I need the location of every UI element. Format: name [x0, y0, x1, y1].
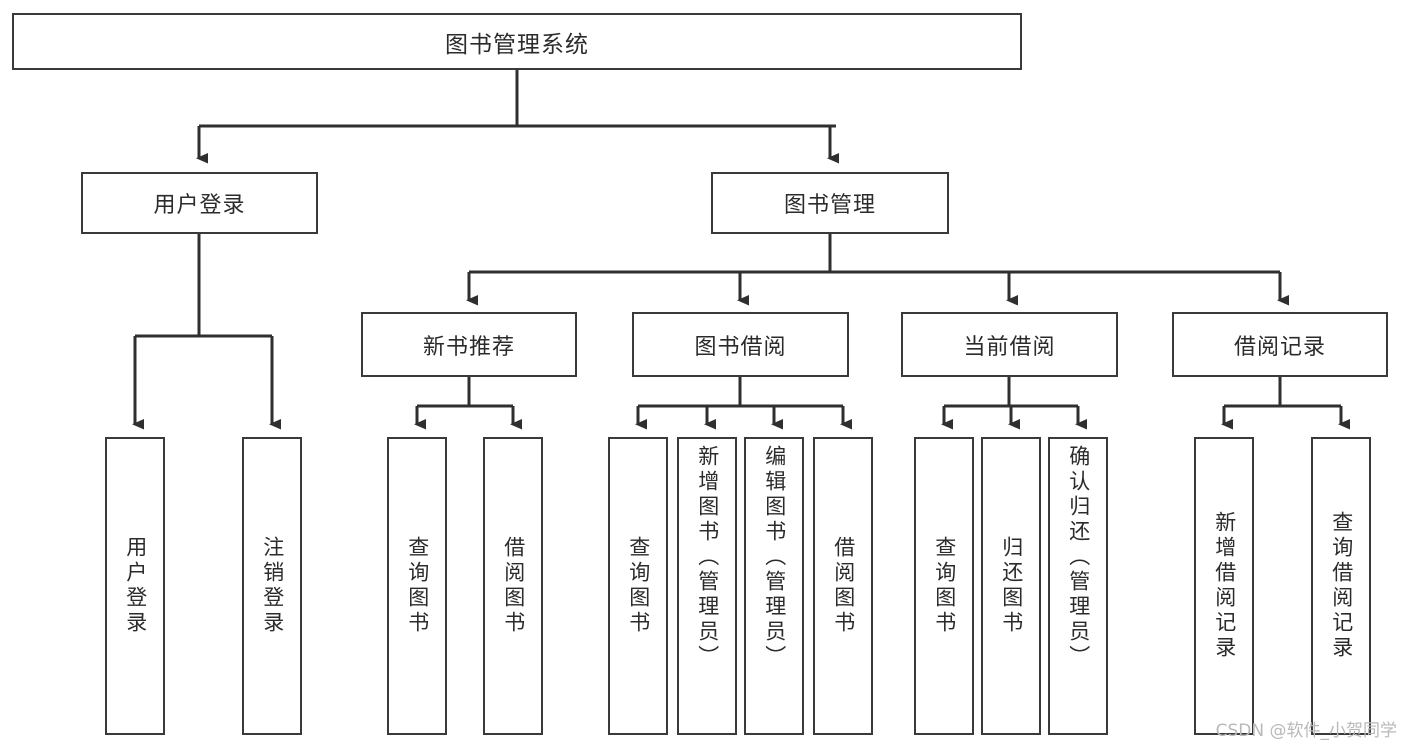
leaf-add-book-admin[interactable]: 新增图书（管理员） [677, 437, 737, 735]
leaf-query-book-recommend[interactable]: 查询图书 [387, 437, 447, 735]
leaf-borrow-book[interactable]: 借阅图书 [813, 437, 873, 735]
node-user-login[interactable]: 用户登录 [81, 172, 318, 234]
node-user-login-label: 用户登录 [153, 193, 246, 218]
leaf-add-borrow-record-label: 新增借阅记录 [1212, 511, 1237, 661]
node-book-management[interactable]: 图书管理 [711, 172, 949, 234]
leaf-query-borrow-record-label: 查询借阅记录 [1329, 511, 1354, 661]
node-book-management-label: 图书管理 [783, 193, 876, 218]
leaf-add-borrow-record[interactable]: 新增借阅记录 [1194, 437, 1254, 735]
leaf-return-book[interactable]: 归还图书 [981, 437, 1041, 735]
leaf-borrow-book-label: 借阅图书 [831, 536, 856, 636]
leaf-return-book-label: 归还图书 [999, 536, 1024, 636]
node-new-book-recommend[interactable]: 新书推荐 [361, 312, 577, 377]
node-book-borrow-label: 图书借阅 [694, 334, 787, 360]
leaf-query-book-current[interactable]: 查询图书 [914, 437, 974, 735]
node-new-book-recommend-label: 新书推荐 [422, 334, 515, 360]
node-book-borrow[interactable]: 图书借阅 [632, 312, 849, 377]
node-borrow-record-label: 借阅记录 [1233, 334, 1326, 360]
node-root-label: 图书管理系统 [445, 31, 589, 58]
leaf-user-login-label: 用户登录 [123, 536, 148, 636]
leaf-borrow-book-recommend[interactable]: 借阅图书 [483, 437, 543, 735]
leaf-query-book-recommend-label: 查询图书 [405, 536, 430, 636]
leaf-add-book-admin-label: 新增图书（管理员） [695, 445, 720, 670]
leaf-confirm-return-admin[interactable]: 确认归还（管理员） [1048, 437, 1108, 735]
watermark: CSDN @软件_小贺同学 [1215, 721, 1397, 741]
leaf-logout-label: 注销登录 [260, 536, 285, 636]
leaf-edit-book-admin-label: 编辑图书（管理员） [762, 445, 787, 670]
leaf-borrow-book-recommend-label: 借阅图书 [501, 536, 526, 636]
leaf-query-borrow-record[interactable]: 查询借阅记录 [1311, 437, 1371, 735]
leaf-query-book-current-label: 查询图书 [932, 536, 957, 636]
leaf-query-book-label: 查询图书 [626, 536, 651, 636]
node-current-borrow-label: 当前借阅 [963, 334, 1056, 360]
leaf-user-login[interactable]: 用户登录 [105, 437, 165, 735]
leaf-query-book[interactable]: 查询图书 [608, 437, 668, 735]
leaf-confirm-return-admin-label: 确认归还（管理员） [1066, 445, 1091, 670]
node-current-borrow[interactable]: 当前借阅 [901, 312, 1118, 377]
node-root[interactable]: 图书管理系统 [12, 13, 1022, 70]
node-borrow-record[interactable]: 借阅记录 [1172, 312, 1388, 377]
leaf-edit-book-admin[interactable]: 编辑图书（管理员） [744, 437, 804, 735]
leaf-logout[interactable]: 注销登录 [242, 437, 302, 735]
